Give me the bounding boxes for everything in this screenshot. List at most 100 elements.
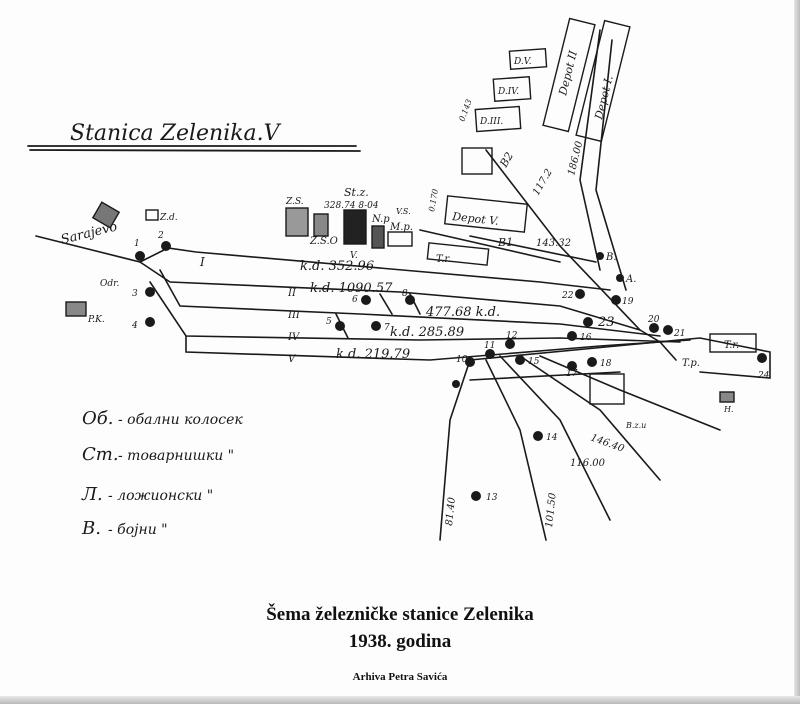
caption-title: Šema železničke stanice Zelenika xyxy=(266,604,534,625)
track-1 xyxy=(139,247,611,291)
switch-24: 24 xyxy=(757,371,770,381)
crossover-4 xyxy=(639,329,677,361)
building-small-1 xyxy=(461,147,493,175)
building-depot-1 xyxy=(575,19,631,143)
switch-20: 20 xyxy=(647,315,660,325)
caption-credit: Arhiva Petra Savića xyxy=(352,671,448,683)
label-zso: Z.S.O xyxy=(309,236,338,247)
signal-8 xyxy=(405,295,415,305)
building-div xyxy=(492,76,532,102)
building-station xyxy=(343,209,367,245)
switch-2: 2 xyxy=(157,231,164,241)
building-zs-left xyxy=(91,201,121,229)
legend-abbr-3: Л. xyxy=(81,484,103,505)
switch-7: 7 xyxy=(384,323,390,333)
label-kd2: k.d. 1090.57 xyxy=(310,281,393,296)
building-zs xyxy=(285,207,309,237)
switch-16: 16 xyxy=(580,333,592,343)
signal-5 xyxy=(335,321,345,331)
legend-text-3: - ложионски " xyxy=(108,488,213,504)
switch-1: 1 xyxy=(134,239,140,249)
building-zso xyxy=(313,213,329,237)
building-depot-2 xyxy=(542,17,596,133)
building-h xyxy=(719,391,735,403)
signal-markers xyxy=(135,241,767,501)
label-kd5: k.d. 219.79 xyxy=(336,347,410,362)
switch-17: 17 xyxy=(566,369,578,379)
switch-number-labels: 1 2 3 4 5 6 7 8 10 11 12 13 14 15 16 17 … xyxy=(131,231,770,503)
building-depot-v xyxy=(443,195,529,233)
label-km5: 0.170 xyxy=(427,188,440,212)
building-diii xyxy=(474,105,522,133)
building-l xyxy=(589,373,625,405)
switch-12: 12 xyxy=(506,331,518,341)
caption-year: 1938. godina xyxy=(348,631,452,652)
depot-spur xyxy=(419,229,561,263)
label-h: H. xyxy=(723,405,734,414)
signal-1 xyxy=(135,251,145,261)
main-line-left xyxy=(35,235,141,263)
depot-line-3 xyxy=(595,39,627,291)
legend-abbr-4: В. xyxy=(81,518,101,539)
legend-text-1: - обални колосек xyxy=(118,412,243,428)
track-4 xyxy=(149,281,681,343)
switch-22: 22 xyxy=(561,291,574,301)
label-vs: V.S. xyxy=(396,207,411,216)
label-a: A. xyxy=(625,274,636,285)
label-station-building: St.z. xyxy=(344,186,369,199)
switch-5: 5 xyxy=(326,317,332,327)
signal-a xyxy=(616,274,624,282)
signal-21 xyxy=(663,325,673,335)
label-km6: 146.40 xyxy=(589,432,626,455)
switch-21: 21 xyxy=(673,329,685,339)
switch-18: 18 xyxy=(600,359,612,369)
label-sarajevo: Sarajevo xyxy=(59,219,119,248)
label-km9: 101.50 xyxy=(544,492,559,529)
label-depot-v: Depot V. xyxy=(451,210,500,228)
switch-19: 19 xyxy=(622,297,634,307)
signal-7 xyxy=(371,321,381,331)
label-bzu: B.z.u xyxy=(625,421,646,430)
building-tr xyxy=(426,242,490,266)
label-b: B. xyxy=(605,252,617,263)
legend-abbr-2: Ст. xyxy=(82,444,119,465)
label-track-4: IV xyxy=(287,332,301,343)
signal-15 xyxy=(515,355,525,365)
signal-left xyxy=(452,380,460,388)
signal-16 xyxy=(567,331,577,341)
switch-6: 6 xyxy=(352,295,358,305)
title-underline xyxy=(27,145,361,152)
branch-5 xyxy=(539,355,721,431)
label-zs: Z.S. xyxy=(285,197,304,207)
label-station-code: 328.74 8-04 xyxy=(324,201,379,211)
signal-19 xyxy=(611,295,621,305)
depot-line-2 xyxy=(579,29,601,271)
label-km8: 81.40 xyxy=(444,496,458,526)
switch-11: 11 xyxy=(484,341,495,351)
track-3 xyxy=(159,269,661,337)
signal-20 xyxy=(649,323,659,333)
switch-4: 4 xyxy=(131,321,138,331)
building-pk xyxy=(65,301,87,317)
label-km7: 116.00 xyxy=(570,458,606,469)
label-track-3: III xyxy=(287,310,301,321)
label-track-2: II xyxy=(287,288,297,299)
label-dv: D.V. xyxy=(513,57,532,67)
branch-4 xyxy=(519,355,661,481)
label-div: D.IV. xyxy=(497,87,519,97)
signal-12 xyxy=(505,339,515,349)
building-tr-right xyxy=(709,333,757,353)
label-kd3: 477.68 k.d. xyxy=(425,305,500,320)
signal-10 xyxy=(465,357,475,367)
legend-text-2: - товарнишки " xyxy=(118,448,234,464)
track-2 xyxy=(139,261,641,331)
label-km1: 0.143 xyxy=(457,98,473,123)
signal-13 xyxy=(471,491,481,501)
label-v: V. xyxy=(350,251,358,261)
buildings xyxy=(65,17,757,405)
depot-v-spur xyxy=(469,235,597,263)
label-km4: 143.32 xyxy=(536,238,571,249)
building-mp xyxy=(387,231,413,247)
label-odr: Odr. xyxy=(100,279,119,289)
